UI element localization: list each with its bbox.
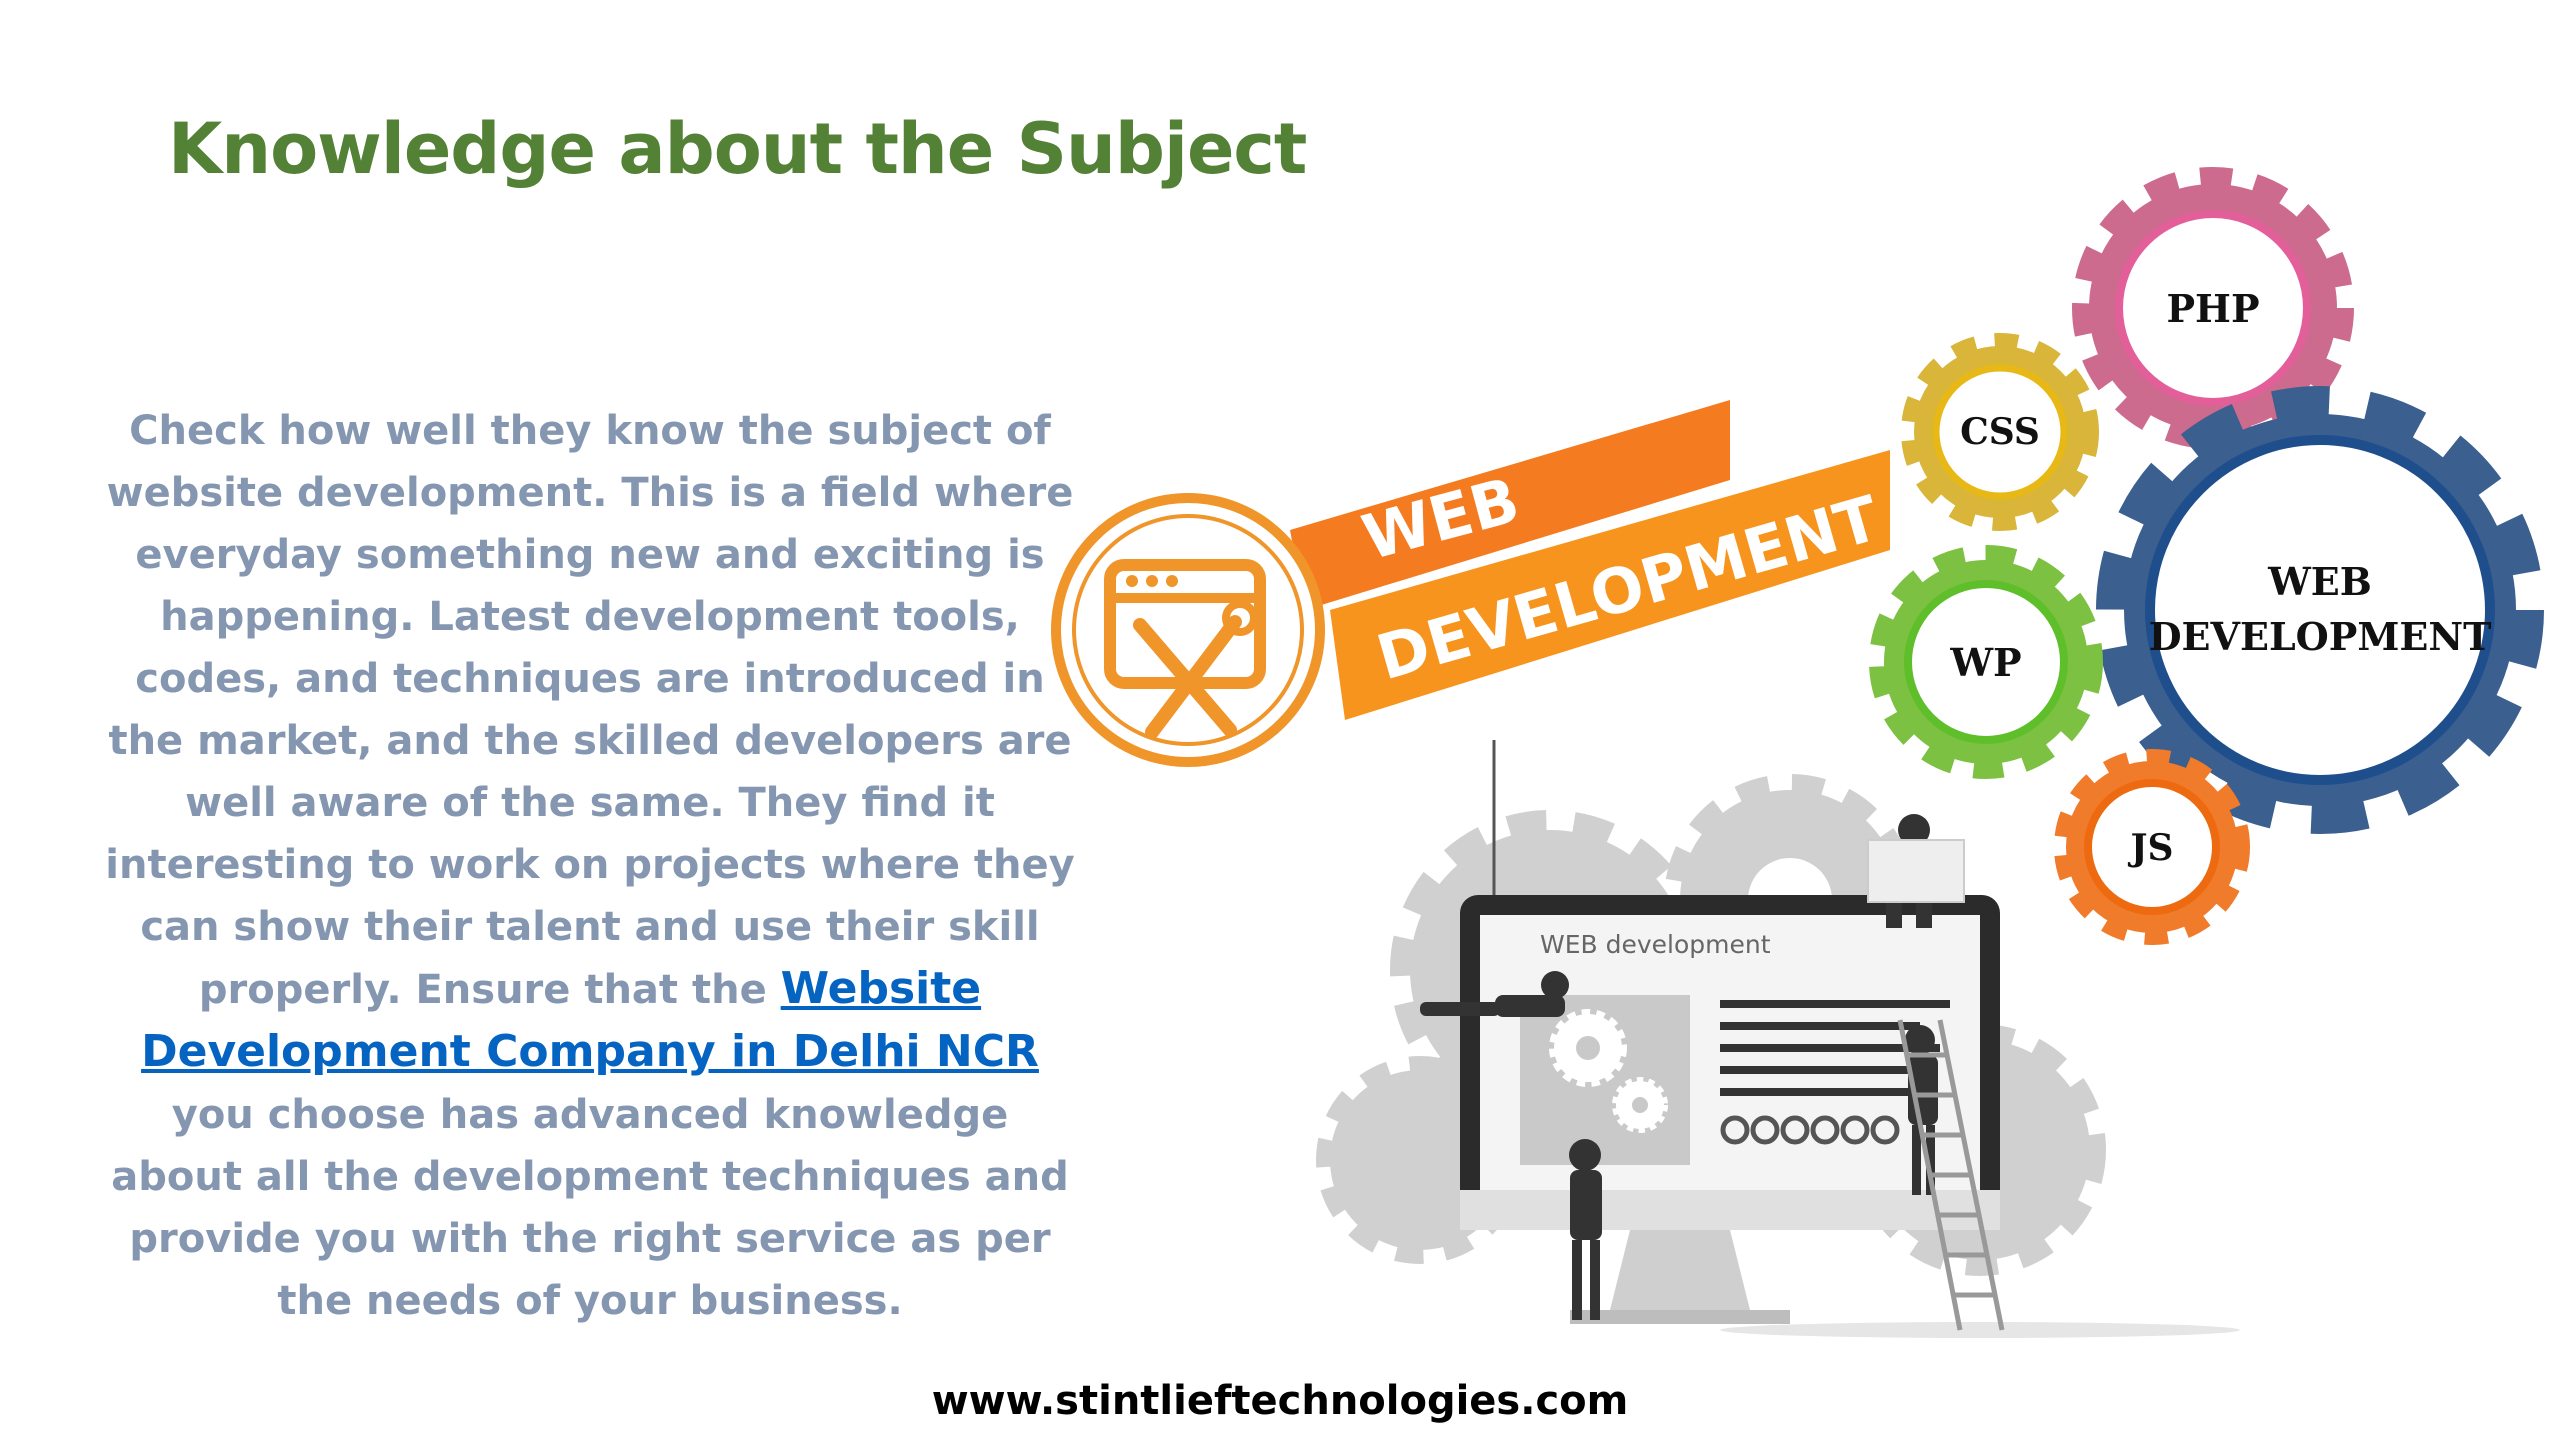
web-development-illustration: WEB DEVELOPMENT PHP CSS [1051,167,2544,1338]
web-development-banner: WEB DEVELOPMENT [1051,400,1890,767]
monitor-illustration: WEB development [1316,740,2240,1338]
monitor-stand [1610,1230,1750,1310]
screen-caption: WEB development [1540,930,1771,959]
banner-bottom-strip [1330,450,1890,720]
paragraph-before-link: Check how well they know the subject of … [105,408,1075,1013]
main-gear-line2: DEVELOPMENT [2149,614,2492,659]
js-gear-label: JS [2127,827,2173,869]
css-gear: CSS [1901,333,2099,531]
banner-top-strip [1290,400,1730,610]
gear-cluster: PHP CSS WEB DEVELOPMENT WP [1869,167,2544,945]
css-gear-label: CSS [1960,411,2040,453]
body-paragraph: Check how well they know the subject of … [100,400,1080,1332]
js-gear: JS [2054,749,2250,945]
wp-gear: WP [1869,545,2103,779]
footer-website-url: www.stintlieftechnologies.com [931,1378,1629,1424]
paragraph-after-link: you choose has advanced knowledge about … [111,1092,1069,1324]
php-gear: PHP [2072,167,2354,449]
page-title: Knowledge about the Subject [168,108,1307,190]
main-gear-line1: WEB [2267,559,2372,604]
main-gear: WEB DEVELOPMENT [2096,386,2544,834]
tools-circle-icon [1051,493,1325,767]
wp-gear-label: WP [1949,640,2021,685]
company-link[interactable]: Website Development Company in Delhi NCR [141,963,1039,1077]
php-gear-label: PHP [2166,286,2259,331]
ladder [1897,1019,2005,1331]
